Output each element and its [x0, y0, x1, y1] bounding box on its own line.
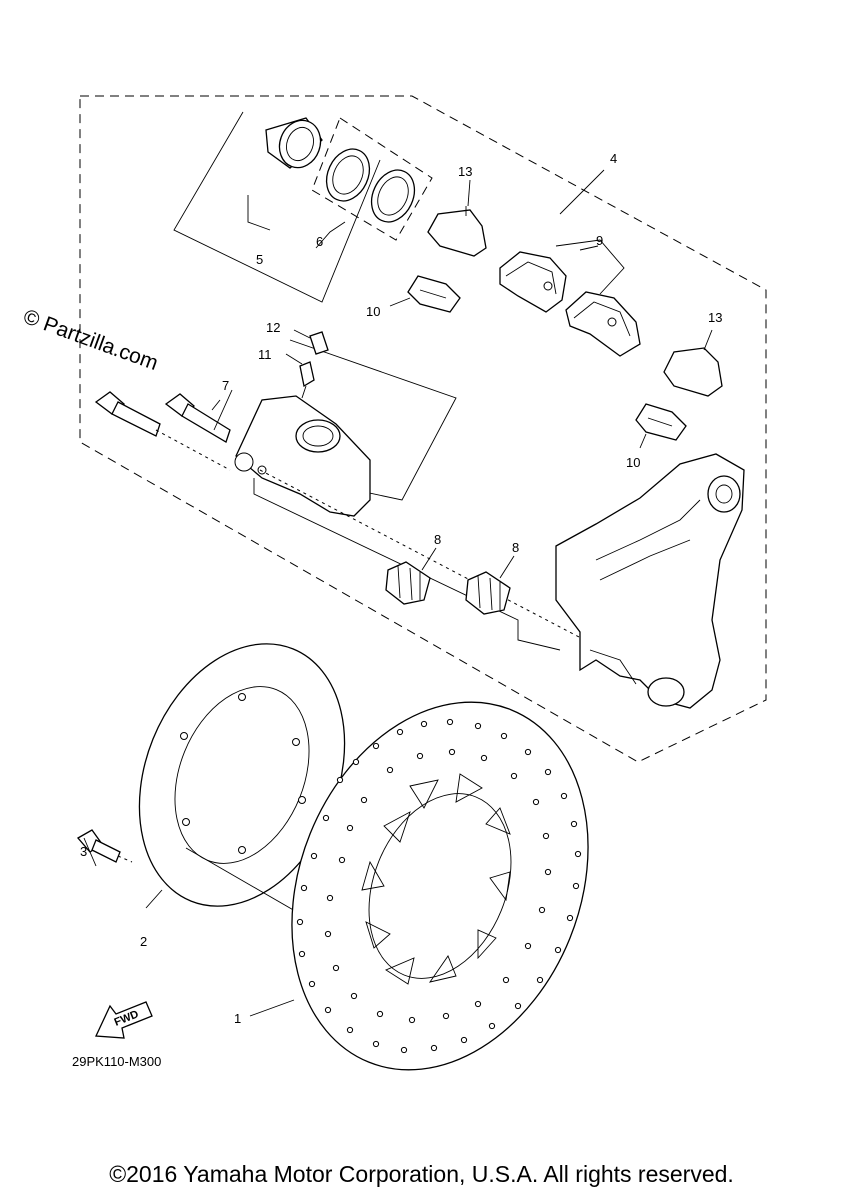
callout-13b: 13	[708, 310, 722, 325]
pad-shim-lower	[663, 329, 723, 397]
pad-spring-upper	[389, 275, 461, 313]
callout-10b: 10	[626, 455, 640, 470]
pin-boot-b	[465, 555, 515, 615]
dust-seal	[370, 169, 416, 223]
caliper-body	[234, 339, 457, 517]
brake-pad-kit	[499, 239, 641, 357]
caliper-bracket	[555, 453, 745, 709]
callout-7: 7	[222, 378, 229, 393]
disc-hub-plate	[138, 643, 381, 961]
watermark-text: © Partzilla.com	[20, 305, 161, 375]
pad-kit-bracket	[555, 239, 625, 295]
callout-12: 12	[266, 320, 280, 335]
pad-shim-upper	[427, 179, 487, 257]
piston-group-bracket	[173, 111, 381, 303]
pad-spring-lower	[635, 403, 687, 449]
piston-group	[173, 111, 381, 303]
callout-2: 2	[140, 934, 147, 949]
caliper-bolt-b	[164, 393, 231, 443]
callout-9: 9	[596, 233, 603, 248]
brake-pad-b	[565, 291, 641, 357]
callout-4: 4	[610, 151, 617, 166]
pin-boot-a	[385, 547, 437, 605]
bleed-screw	[285, 353, 315, 399]
caliper-assembly-boundary	[79, 95, 767, 763]
forward-direction-arrow: FWD	[95, 1001, 153, 1039]
caliper-bolt-a	[94, 391, 231, 471]
piston-seal	[325, 148, 371, 202]
bleed-screw-cap	[293, 329, 329, 355]
callout-3: 3	[80, 844, 87, 859]
copyright-notice: ©2016 Yamaha Motor Corporation, U.S.A. A…	[109, 1161, 734, 1187]
brake-pad-a	[499, 251, 567, 313]
diagram-code: 29PK110-M300	[72, 1054, 161, 1069]
callout-8a: 8	[434, 532, 441, 547]
seal-kit-boundary	[311, 117, 433, 241]
callout-13a: 13	[458, 164, 472, 179]
callout-11: 11	[258, 347, 272, 362]
disc-bolt	[76, 829, 133, 867]
callout-1: 1	[234, 1011, 241, 1026]
callout-5: 5	[256, 252, 263, 267]
brake-disc	[291, 701, 589, 1071]
callout-6: 6	[316, 234, 323, 249]
callout-8b: 8	[512, 540, 519, 555]
piston-seal-kit	[311, 117, 433, 249]
callout-10a: 10	[366, 304, 380, 319]
